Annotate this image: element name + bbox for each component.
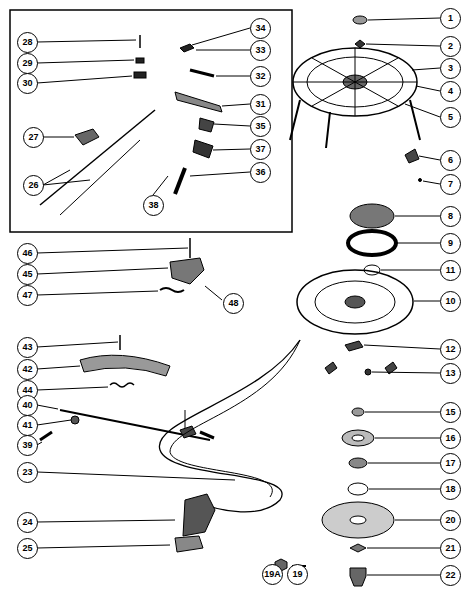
callout-number: 19A [262,564,283,585]
callout-number: 7 [440,174,461,195]
callout-number: 11 [440,260,461,281]
callout-number: 25 [17,538,38,559]
callout-number: 17 [440,453,461,474]
starter-parts [275,16,422,586]
callout-number: 31 [250,94,271,115]
callout-number: 34 [250,18,271,39]
callout-number: 23 [17,462,38,483]
callout-number: 4 [440,81,461,102]
callout-number: 10 [440,291,461,312]
callout-number: 26 [23,175,44,196]
callout-number: 32 [250,66,271,87]
callout-number: 2 [440,36,461,57]
callout-number: 43 [17,337,38,358]
callout-number: 46 [17,243,38,264]
callout-number: 45 [17,264,38,285]
callout-number: 37 [250,139,271,160]
callout-number: 48 [223,293,244,314]
callout-number: 15 [440,402,461,423]
inset-frame [10,10,292,232]
starter-rope [159,340,300,552]
callout-number: 30 [17,73,38,94]
callout-number: 27 [23,127,44,148]
callout-number: 47 [17,285,38,306]
callout-number: 9 [440,233,461,254]
interlock-parts [40,238,222,440]
callout-number: 13 [440,363,461,384]
callout-number: 41 [17,415,38,436]
callout-number: 39 [17,435,38,456]
callout-number: 40 [17,395,38,416]
callout-number: 16 [440,428,461,449]
callout-number: 22 [440,565,461,586]
callout-number: 42 [17,359,38,380]
callout-number: 19 [287,564,308,585]
leader-lines [37,248,235,548]
callout-number: 5 [440,107,461,128]
leader-lines [272,18,440,575]
callout-number: 29 [17,53,38,74]
callout-number: 12 [440,339,461,360]
callout-number: 38 [143,195,164,216]
callout-number: 1 [440,8,461,29]
callout-number: 6 [440,150,461,171]
callout-number: 8 [440,206,461,227]
callout-number: 28 [17,32,38,53]
callout-number: 36 [250,162,271,183]
callout-number: 18 [440,479,461,500]
callout-number: 3 [440,58,461,79]
callout-number: 21 [440,538,461,559]
callout-number: 24 [17,512,38,533]
callout-number: 33 [250,40,271,61]
leader-lines [37,28,250,185]
callout-number: 35 [250,116,271,137]
callout-number: 20 [440,510,461,531]
